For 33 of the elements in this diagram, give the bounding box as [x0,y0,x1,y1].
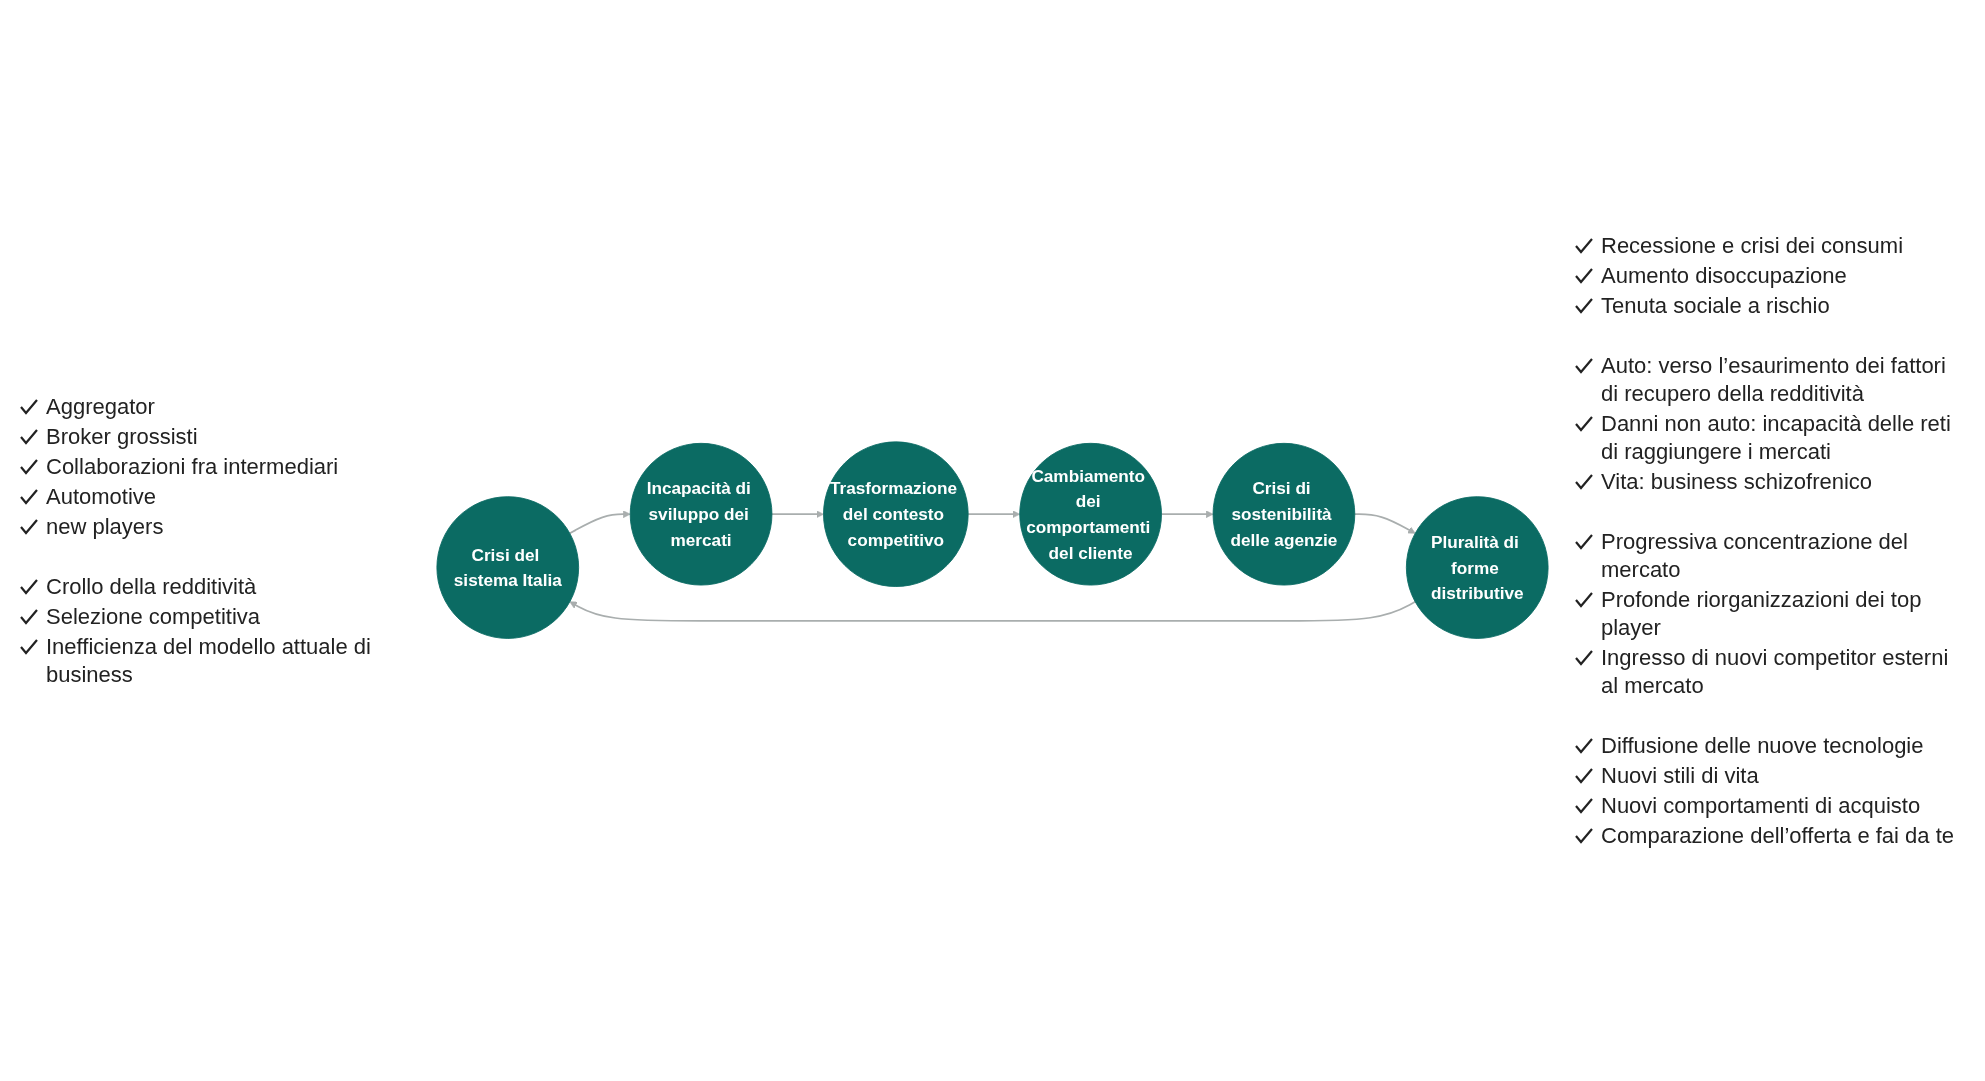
bullet-text: new players [46,512,164,541]
bullet-text: Diffusione delle nuove tecnologie [1601,731,1924,760]
bullet-text: Progressiva concentrazione del mercato [1601,527,1909,584]
arrow [568,510,631,535]
bullet-text: Recessione e crisi dei consumi [1601,231,1904,260]
node-circle: Crisi di sostenibilità delle agenzie [1212,443,1356,586]
bullet-text: Tenuta sociale a rischio [1601,291,1830,320]
arrow [569,601,1417,623]
bullet-text: Broker grossisti [46,422,198,451]
bullet-text: Ingresso di nuovi competitor esterni al mercato [1601,643,1950,700]
node-circle: Pluralità di forme distributive [1405,496,1549,640]
arrow [1160,510,1214,519]
bullet-text: Profonde riorganizzazioni dei top player [1601,585,1923,642]
arrow [1353,513,1416,534]
bullet-text: Comparazione dell’offerta e fai da te [1601,821,1955,850]
node-circle: Trasformazione del contesto competitivo [823,441,969,588]
bullet-text: Automotive [46,482,157,511]
bullet-text: Collaborazioni fra intermediari [46,452,339,481]
bullet-text: Vita: business schizofrenico [1601,467,1873,496]
node-circle: Cambiamento dei comportamenti del cliente [1019,443,1162,586]
bullet-text: Danni non auto: incapacità delle reti di raggiungere i mercati [1601,409,1952,466]
bullet-text: Crollo della redditività [46,572,257,601]
node-circle: Incapacità di sviluppo dei mercati [629,443,773,586]
bullet-text: Nuovi comportamenti di acquisto [1601,791,1921,820]
bullet-text: Aumento disoccupazione [1601,261,1847,290]
bullet-text: Aggregator [46,392,155,421]
bullet-text: Nuovi stili di vita [1601,761,1759,790]
arrow [771,510,824,519]
arrow [967,510,1021,519]
node-circle: Crisi del sistema Italia [436,496,580,640]
bullet-text: Auto: verso l’esaurimento dei fattori di recupero della redditività [1601,351,1947,408]
bullet-text: Inefficienza del modello attuale di business [46,632,372,689]
bullet-text: Selezione competitiva [46,602,260,631]
